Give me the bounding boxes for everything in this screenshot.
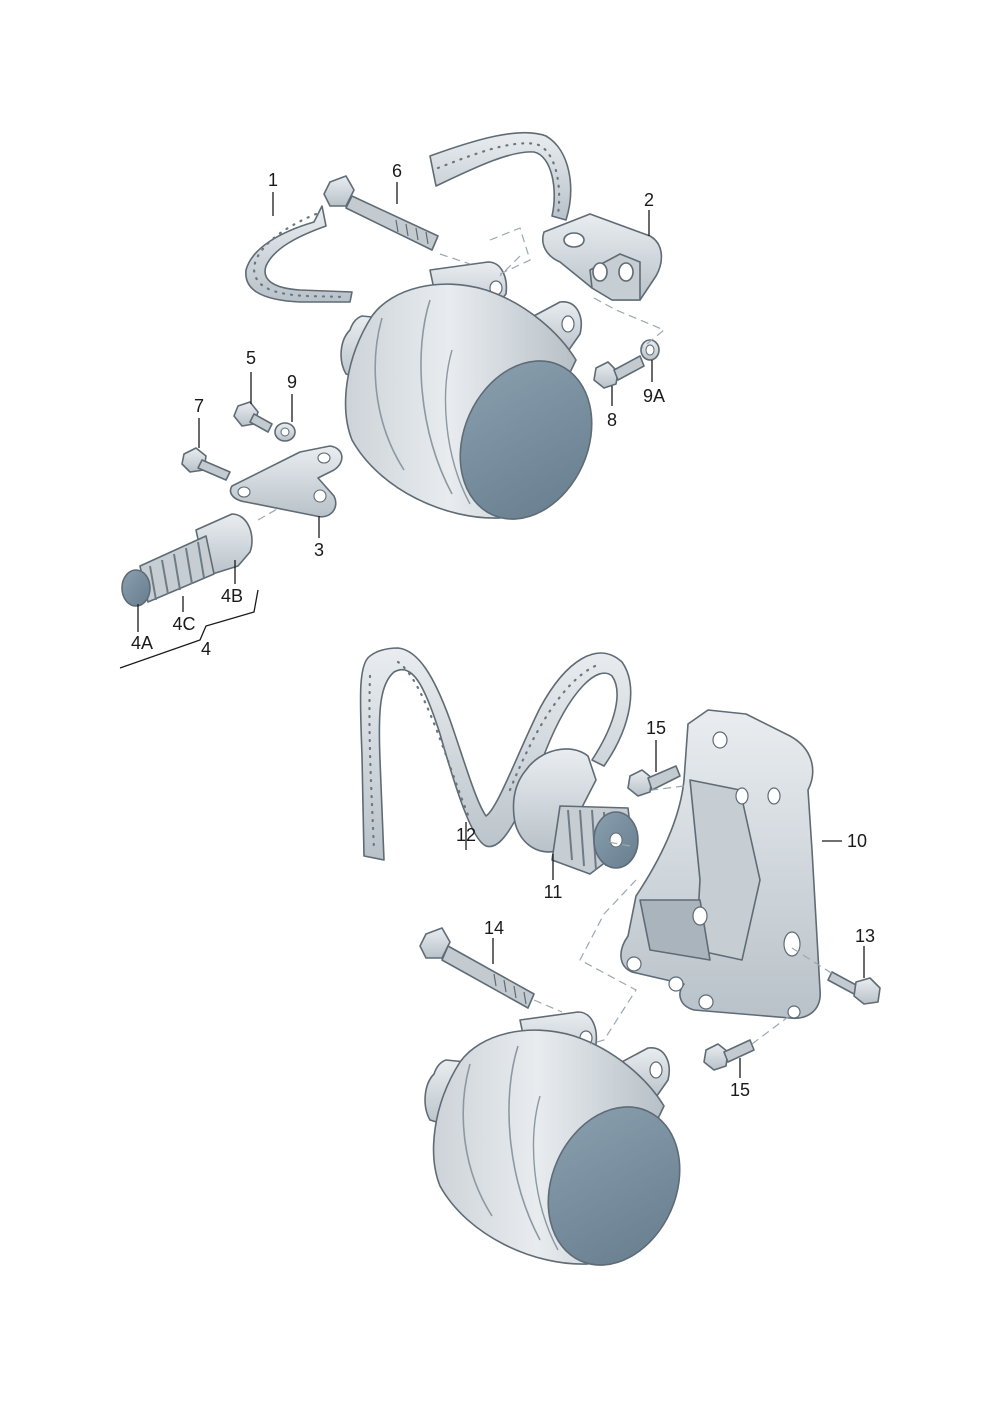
callout-5: 5 bbox=[246, 348, 256, 368]
poly-v-belt-upper-right bbox=[429, 131, 572, 221]
alignment-lines-lower bbox=[533, 785, 837, 1045]
callout-9A: 9A bbox=[643, 386, 665, 406]
callout-13: 13 bbox=[855, 926, 875, 946]
alternator-carrier-bracket bbox=[620, 709, 821, 1019]
bolt-bracket-15-lower bbox=[703, 1039, 755, 1071]
callout-4: 4 bbox=[201, 639, 211, 659]
callout-4A: 4A bbox=[131, 633, 153, 653]
washer-9 bbox=[274, 422, 296, 442]
callout-15-lower: 15 bbox=[730, 1080, 750, 1100]
callout-4C: 4C bbox=[172, 614, 195, 634]
bolt-small-5 bbox=[233, 401, 273, 433]
callout-6: 6 bbox=[392, 161, 402, 181]
tensioner-pulley bbox=[512, 748, 639, 875]
long-bolt-lower bbox=[419, 927, 535, 1009]
bolt-bracket-15-upper bbox=[627, 765, 681, 797]
callout-labels: 1 2 3 4 4A 4B 4C 5 6 7 8 9 9A 10 11 12 1… bbox=[131, 161, 875, 1100]
mounting-bracket-upper bbox=[542, 213, 663, 301]
callout-14: 14 bbox=[484, 918, 504, 938]
tensioner-damper bbox=[121, 513, 253, 607]
callout-1: 1 bbox=[268, 170, 278, 190]
poly-v-belt-upper-left bbox=[245, 205, 353, 303]
callout-4B: 4B bbox=[221, 586, 243, 606]
callout-8: 8 bbox=[607, 410, 617, 430]
bolt-bracket-upper bbox=[593, 355, 645, 389]
tensioner-bracket bbox=[229, 445, 343, 518]
alternator-lower bbox=[424, 1011, 681, 1266]
callout-11: 11 bbox=[544, 882, 563, 902]
callout-3: 3 bbox=[314, 540, 324, 560]
callout-9: 9 bbox=[287, 372, 297, 392]
leader-lines bbox=[119, 182, 865, 1078]
poly-v-belt-lower bbox=[359, 647, 632, 861]
bolt-bracket-13 bbox=[827, 971, 881, 1005]
callout-2: 2 bbox=[644, 190, 654, 210]
alternator-upper bbox=[340, 261, 593, 520]
long-bolt-upper bbox=[323, 175, 439, 251]
callout-12: 12 bbox=[456, 825, 476, 845]
washer-upper bbox=[640, 339, 660, 361]
callout-15-upper: 15 bbox=[646, 718, 666, 738]
callout-7: 7 bbox=[194, 396, 204, 416]
bolt-small-7 bbox=[181, 447, 231, 481]
callout-10: 10 bbox=[847, 831, 867, 851]
